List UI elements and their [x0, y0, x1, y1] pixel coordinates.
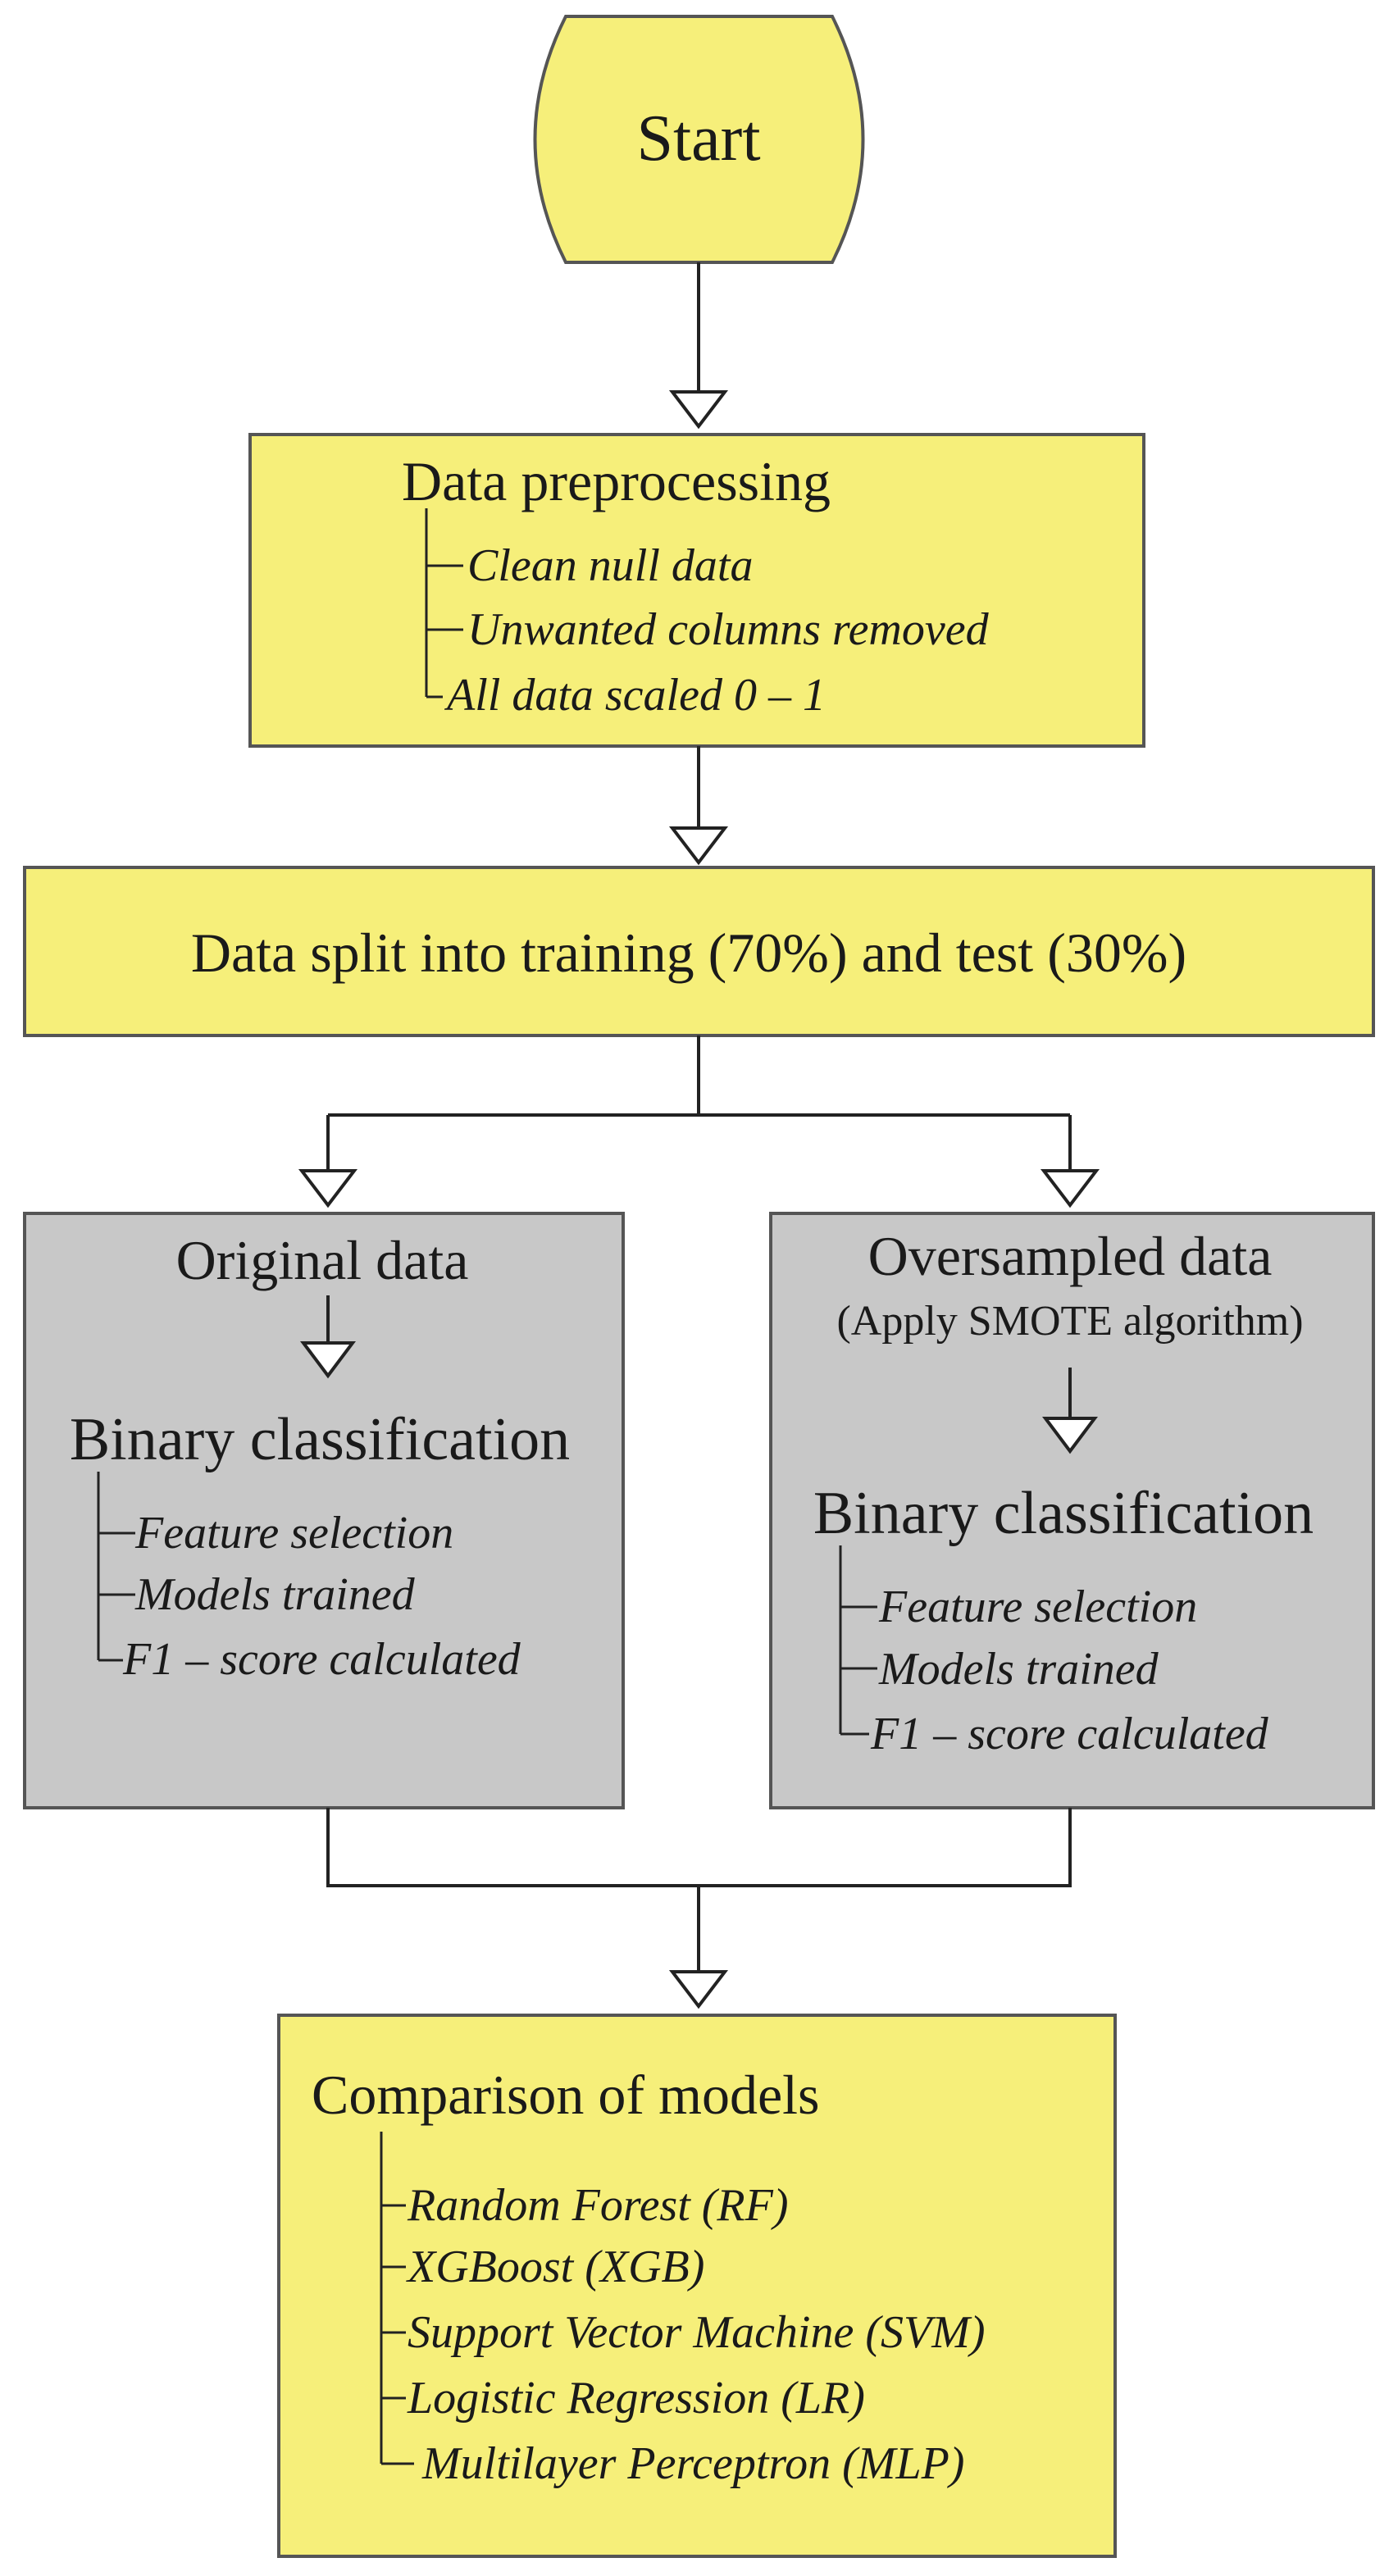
original-data-title: Original data [176, 1229, 469, 1291]
preprocessing-box [248, 433, 1145, 748]
original-classification-title: Binary classification [70, 1406, 570, 1473]
original-inner-arrowhead [300, 1341, 356, 1379]
split-box [23, 866, 1375, 1037]
arrowhead-oversampled [1040, 1169, 1100, 1208]
start-terminator [533, 15, 865, 264]
preprocessing-tree-lines [425, 508, 463, 699]
connector-merge [326, 1808, 1072, 1972]
comparison-tree-lines [380, 2132, 414, 2465]
oversampled-data-subtitle: (Apply SMOTE algorithm) [836, 1298, 1303, 1345]
original-item-1: Feature selection [134, 1508, 453, 1559]
comparison-item-3: Support Vector Machine (SVM) [408, 2307, 985, 2358]
arrowhead-comparison [668, 1970, 729, 2009]
oversampled-data-title: Oversampled data [868, 1225, 1273, 1287]
arrowhead-preprocessing [668, 390, 729, 430]
oversampled-item-3: F1 – score calculated [870, 1709, 1269, 1759]
comparison-item-4: Logistic Regression (LR) [407, 2373, 865, 2424]
comparison-title: Comparison of models [312, 2064, 820, 2126]
oversampled-classification-title: Binary classification [813, 1480, 1314, 1547]
original-item-3: F1 – score calculated [122, 1634, 521, 1685]
original-data-box [23, 1212, 625, 1809]
preprocessing-title: Data preprocessing [402, 450, 831, 512]
oversampled-item-2: Models trained [878, 1644, 1159, 1695]
split-label: Data split into training (70%) and test … [191, 922, 1186, 984]
arrowhead-split [668, 826, 729, 866]
comparison-item-2: XGBoost (XGB) [406, 2241, 704, 2292]
comparison-item-1: Random Forest (RF) [407, 2180, 789, 2231]
oversampled-inner-arrowhead [1042, 1417, 1098, 1454]
start-label: Start [636, 102, 760, 175]
oversampled-tree-lines [839, 1545, 877, 1736]
comparison-item-5: Multilayer Perceptron (MLP) [421, 2438, 964, 2489]
oversampled-item-1: Feature selection [878, 1582, 1197, 1632]
original-tree-lines [97, 1472, 135, 1662]
arrowhead-original [298, 1169, 358, 1208]
connector-split-fork [326, 1035, 1072, 1171]
oversampled-data-box [769, 1212, 1375, 1809]
original-item-2: Models trained [134, 1569, 416, 1620]
comparison-box [277, 2014, 1117, 2558]
preprocessing-item-2: Unwanted columns removed [467, 604, 990, 655]
preprocessing-item-3: All data scaled 0 – 1 [444, 670, 826, 721]
preprocessing-item-1: Clean null data [467, 540, 753, 591]
